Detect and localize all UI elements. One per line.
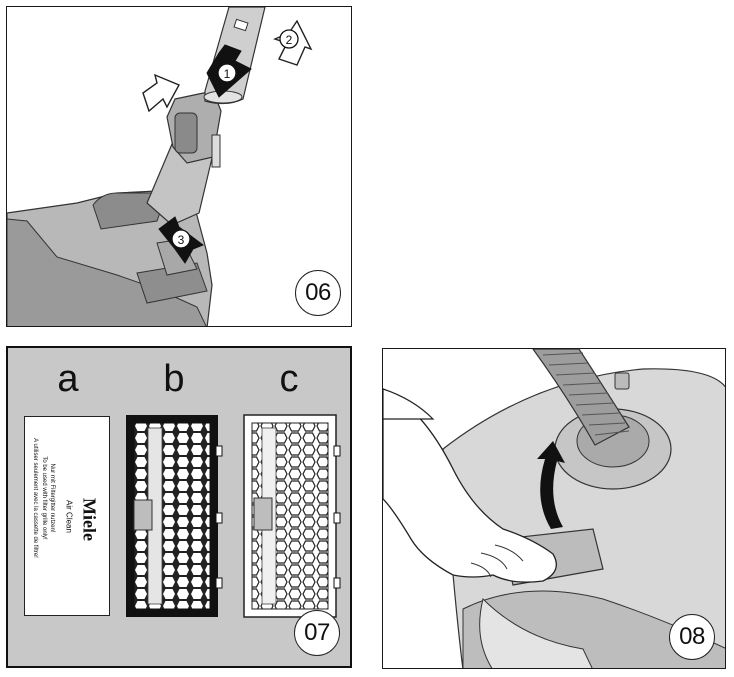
filter-b-clip-1: [215, 445, 223, 457]
press-arrow: [142, 73, 180, 113]
filter-illustrations: [126, 414, 341, 618]
filter-label-c: c: [279, 358, 299, 400]
filter-card-a: Miele Air Clean Nur mit Filtergitter nut…: [24, 416, 110, 616]
filter-c-clip-3: [333, 577, 341, 589]
filter-compartment: [479, 598, 593, 668]
filter-b-clip-2: [215, 512, 223, 524]
figure-number-badge: 06: [295, 270, 341, 316]
figure-number-badge: 08: [669, 614, 715, 660]
filter-c-clip-1: [333, 445, 341, 457]
figure-06-illustration: 1 2 3: [7, 7, 313, 326]
sleeve: [383, 388, 435, 420]
hand-fingers: [470, 544, 524, 578]
step-marker-3-text: 3: [178, 233, 185, 247]
hose-latch: [614, 372, 630, 390]
figure-06-panel: 1 2 3 06: [6, 6, 352, 327]
lift-arrow: [537, 441, 565, 529]
filter-b-clip-3: [215, 577, 223, 589]
swivel-button: [174, 112, 198, 154]
filter-label-a: a: [57, 358, 79, 400]
tube-slot: [233, 18, 249, 32]
figure-number-badge: 07: [294, 610, 340, 656]
filter-b: [126, 415, 223, 617]
step-marker-2-text: 2: [286, 33, 293, 47]
lock-tab: [211, 134, 221, 168]
figure-08-panel: 08: [382, 348, 726, 669]
filter-c-clip-2: [333, 512, 341, 524]
figure-07-panel: a b c Miele Air Clean Nur mit Filtergitt…: [6, 346, 352, 668]
filter-label-b: b: [163, 358, 185, 400]
step-marker-2-circle: [279, 29, 299, 49]
hand: [383, 388, 557, 583]
step-marker-1-circle: [217, 63, 237, 83]
hose: [532, 349, 630, 446]
filter-b-latch: [133, 499, 153, 531]
filter-c-latch: [253, 497, 273, 531]
hose-ribs: [542, 352, 630, 436]
figure-08-illustration: [383, 349, 725, 668]
filter-c: [243, 414, 341, 618]
step-marker-3-circle: [171, 229, 191, 249]
step-marker-1-text: 1: [224, 67, 231, 81]
